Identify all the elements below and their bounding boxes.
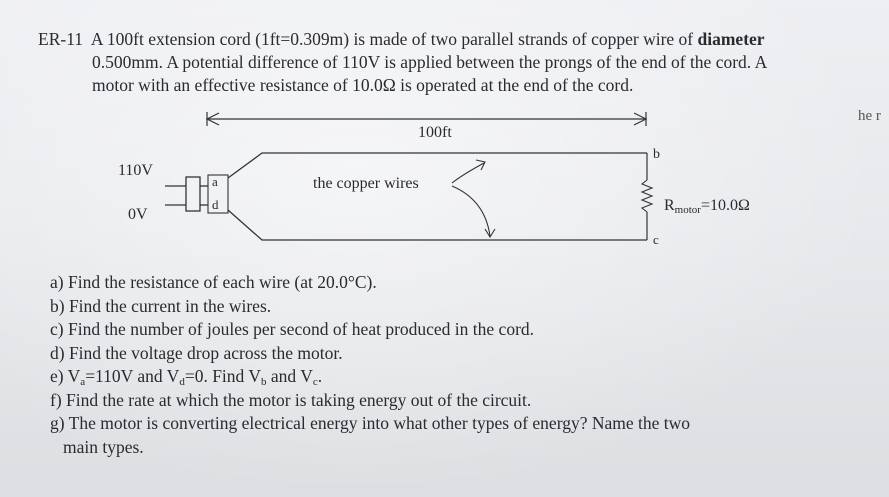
problem-line-2: 0.500mm. A potential difference of 110V …: [92, 52, 768, 72]
dimension-arrow-left: [205, 112, 220, 126]
motor-r-symbol: R: [664, 197, 675, 214]
problem-line-3: motor with an effective resistance of 10…: [92, 75, 634, 95]
node-d-label: d: [212, 197, 219, 212]
plug-collar: [207, 174, 229, 214]
question-e-sub-d: d: [179, 376, 185, 388]
question-e-sub-b: b: [261, 376, 267, 388]
motor-r-value: =10.0Ω: [701, 197, 750, 214]
cut-off-edge-text: he r: [858, 108, 881, 124]
node-b-label: b: [653, 147, 660, 162]
copper-wires-label: the copper wires: [313, 175, 419, 192]
voltage-high-label: 110V: [118, 162, 153, 179]
motor-resistor-symbol: [640, 179, 654, 213]
callout-arrow-down-line: [451, 185, 491, 237]
dimension-arrow-right: [633, 112, 648, 126]
callout-arrow-down-head: [484, 228, 496, 239]
cord-upper-wire: [227, 152, 647, 179]
question-e-mid2: =0. Find V: [184, 366, 261, 386]
question-e-mid1: =110V and V: [85, 366, 180, 386]
problem-text-bold: diameter: [697, 29, 765, 49]
motor-resistance-label: Rmotor=10.0Ω: [664, 197, 750, 216]
callout-arrow-up-line: [451, 162, 485, 184]
question-g: g) The motor is converting electrical en…: [50, 413, 691, 433]
node-a-label: a: [212, 174, 218, 189]
voltage-low-label: 0V: [128, 206, 148, 223]
question-e-end: .: [317, 366, 323, 386]
problem-statement: ER-11 A 100ft extension cord (1ft=0.309m…: [38, 28, 858, 97]
question-g-continued: main types.: [63, 436, 144, 457]
question-e-sub-c: c: [312, 376, 318, 388]
question-d: d) Find the voltage drop across the moto…: [50, 342, 343, 363]
motor-r-sub: motor: [675, 204, 702, 216]
problem-line-1: ER-11 A 100ft extension cord (1ft=0.309m…: [38, 28, 858, 51]
problem-text-1: A 100ft extension cord (1ft=0.309m) is m…: [90, 29, 698, 49]
question-c: c) Find the number of joules per second …: [50, 319, 535, 339]
problem-id: ER-11: [38, 29, 84, 49]
question-f: f) Find the rate at which the motor is t…: [50, 389, 532, 410]
plug-body: [185, 176, 201, 212]
callout-arrow-up-head: [475, 159, 486, 171]
node-c-label: c: [653, 232, 659, 247]
question-e-mid3: and V: [266, 366, 313, 386]
question-e-prefix: e) V: [50, 366, 81, 386]
question-a: a) Find the resistance of each wire (at …: [50, 272, 377, 292]
length-label: 100ft: [418, 124, 452, 141]
cord-lower-wire: [227, 209, 647, 241]
question-e-sub-a: a: [80, 376, 86, 388]
question-list: a) Find the resistance of each wire (at …: [50, 271, 850, 459]
question-e: e) Va=110V and Vd=0. Find Vb and Vc.: [50, 365, 850, 389]
question-b: b) Find the current in the wires.: [50, 295, 272, 316]
